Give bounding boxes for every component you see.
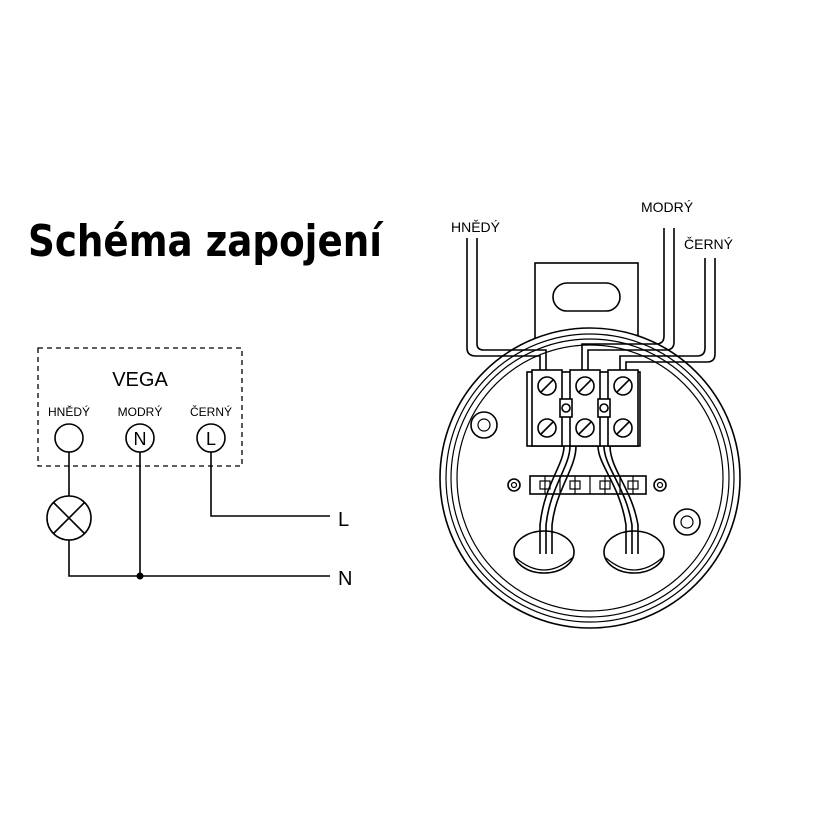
housing-ring-3 bbox=[450, 338, 730, 618]
bracket-slot bbox=[552, 282, 621, 312]
inner-wire-left-3 bbox=[551, 445, 577, 554]
wire-black-in-a bbox=[619, 258, 706, 372]
lamp-cross bbox=[52, 501, 86, 535]
inner-wire-left-1 bbox=[539, 445, 565, 554]
screw-slot bbox=[616, 421, 630, 435]
wire-label-brown: HNĚDÝ bbox=[451, 219, 501, 235]
clamp-hole-left-inner bbox=[510, 481, 518, 489]
terminal-brown bbox=[54, 423, 84, 453]
wire-label-blue: MODRÝ bbox=[641, 199, 694, 215]
clamp-window bbox=[627, 480, 639, 490]
clamp-window bbox=[599, 480, 611, 490]
screw-slot bbox=[616, 379, 630, 393]
schematic: VEGA HNĚDÝ MODRÝ ČERNÝ N L L N bbox=[37, 347, 352, 590]
terminal-screws bbox=[537, 376, 633, 438]
inner-wire-right-1 bbox=[597, 445, 627, 554]
clamp-hole-right-inner bbox=[656, 481, 664, 489]
mounting-hole-right bbox=[673, 508, 701, 536]
bridge-hole-2 bbox=[599, 403, 609, 413]
line-n-label: N bbox=[338, 568, 352, 590]
screw-slot bbox=[578, 421, 592, 435]
wire-black-in-b bbox=[625, 258, 716, 372]
wire-blue-in-b bbox=[587, 228, 675, 372]
screw-slot bbox=[540, 421, 554, 435]
mounting-hole-left bbox=[470, 411, 498, 439]
terminal-n-symbol: N bbox=[134, 429, 147, 449]
housing-ring-4 bbox=[456, 344, 724, 612]
terminal-label-brown: HNĚDÝ bbox=[48, 404, 90, 419]
wire-neutral-line bbox=[68, 540, 330, 577]
mounting-hole-right-inner bbox=[680, 515, 694, 529]
housing-ring-2 bbox=[445, 333, 735, 623]
clamp-window bbox=[569, 480, 581, 490]
cable-gland-left bbox=[513, 530, 575, 574]
page-title: Schéma zapojení bbox=[28, 216, 384, 267]
device-label: VEGA bbox=[112, 369, 168, 391]
inner-wire-right-2 bbox=[603, 445, 633, 554]
inner-wire-left-2 bbox=[545, 445, 571, 554]
junction-dot bbox=[136, 572, 144, 580]
terminal-l-symbol: L bbox=[206, 429, 216, 449]
wire-black-to-line bbox=[210, 452, 330, 517]
clamp-hole-left bbox=[507, 478, 521, 492]
line-l-label: L bbox=[338, 509, 349, 531]
inner-wire-right-3 bbox=[609, 445, 639, 554]
screw-slot bbox=[540, 379, 554, 393]
terminal-label-black: ČERNÝ bbox=[190, 404, 232, 419]
cable-gland-right-lip bbox=[605, 557, 663, 571]
mounting-hole-left-inner bbox=[477, 418, 491, 432]
cable-gland-left-lip bbox=[515, 557, 573, 571]
cable-gland-right bbox=[603, 530, 665, 574]
terminal-label-blue: MODRÝ bbox=[118, 404, 163, 419]
bridge-hole-1 bbox=[561, 403, 571, 413]
clamp-hole-right bbox=[653, 478, 667, 492]
wire-blue-in-a bbox=[581, 228, 665, 372]
clamp-bar-divisions bbox=[544, 476, 634, 494]
wire-brown-in-b bbox=[476, 238, 547, 372]
junction-box-detail: HNĚDÝ MODRÝ ČERNÝ bbox=[439, 199, 741, 629]
wire-brown-in-a bbox=[466, 238, 541, 372]
screw-slot bbox=[578, 379, 592, 393]
wire-label-black: ČERNÝ bbox=[684, 236, 734, 252]
